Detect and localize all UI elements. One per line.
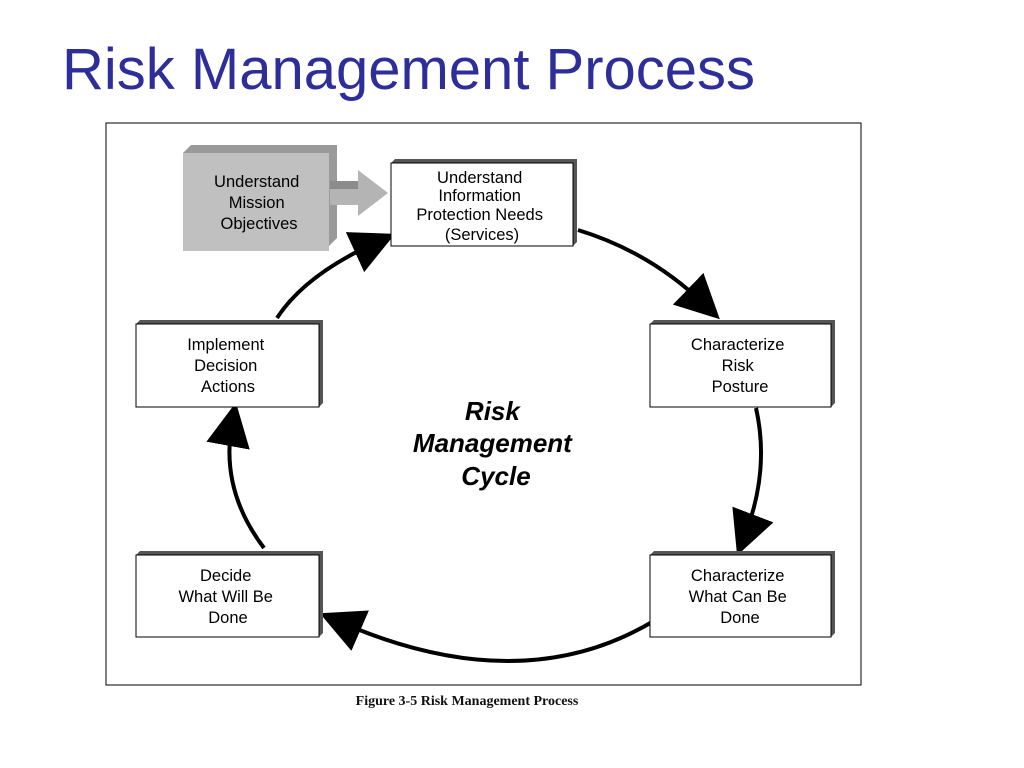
page-title: Risk Management Process	[62, 37, 756, 102]
step-understand-needs: Understand Information Protection Needs …	[390, 159, 577, 247]
arrow-options-to-decide	[319, 610, 654, 663]
arrow-decide-to-implement	[206, 402, 266, 550]
step-characterize-options: Characterize What Can Be Done	[649, 551, 835, 638]
step-decide: Decide What Will Be Done	[135, 551, 323, 638]
svg-text:Implement Decision: Implement Decision Actions	[187, 336, 269, 396]
svg-text:Decide What Will Be: Decide What Will Be Done	[178, 567, 277, 627]
arrow-posture-to-options	[732, 407, 774, 556]
step-implement: Implement Decision Actions	[135, 320, 323, 408]
mission-objectives-box: Understand Mission Objectives	[183, 145, 337, 251]
figure-caption: Figure 3-5 Risk Management Process	[355, 694, 579, 709]
svg-text:Characterize Risk: Characterize Risk Posture	[691, 336, 789, 396]
mission-objectives-label: Understand Mission Objectives	[214, 173, 304, 233]
arrow-needs-to-posture	[577, 228, 720, 320]
step-characterize-risk: Characterize Risk Posture	[649, 320, 835, 408]
svg-text:Characterize What Can Be: Characterize What Can Be Done	[689, 567, 792, 627]
mission-input-arrow	[330, 170, 388, 216]
cycle-center-label: Risk Management Cycle	[413, 396, 579, 491]
arrow-implement-to-needs	[275, 232, 396, 320]
svg-text:Understand Information: Understand Information Protection Needs …	[416, 169, 547, 244]
